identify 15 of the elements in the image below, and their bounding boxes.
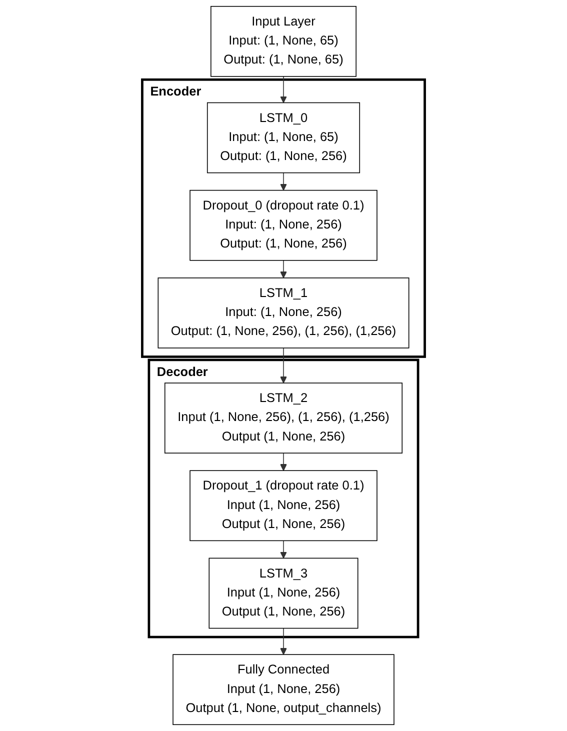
node-box: LSTM_2 Input (1, None, 256), (1, 256), (1,256) Output (1, None, 256) [164, 382, 403, 454]
node-box: LSTM_1 Input: (1, None, 256) Output: (1, None, 256), (1, 256), (1,256) [158, 278, 410, 348]
arrow [280, 76, 287, 104]
node-box: LSTM_3 Input (1, None, 256) Output (1, None, 256) [208, 558, 358, 629]
arrow [280, 172, 287, 191]
arrow [280, 452, 287, 471]
node-box: Dropout_1 (dropout rate 0.1) Input (1, None, 256) Output (1, None, 256) [190, 470, 378, 542]
arrow [280, 628, 287, 655]
node-box: Fully Connected Input (1, None, 256) Output (1, None, output_channels) [172, 654, 394, 726]
arrow [280, 348, 287, 384]
arrow [280, 260, 287, 278]
node-box: Input Layer Input: (1, None, 65) Output: (1, None, 65) [210, 6, 356, 77]
node-box: Dropout_0 (dropout rate 0.1) Input: (1, None, 256) Output: (1, None, 256) [190, 190, 378, 261]
node-box: LSTM_0 Input: (1, None, 65) Output: (1, None, 256) [206, 102, 360, 174]
arrow [280, 540, 287, 559]
